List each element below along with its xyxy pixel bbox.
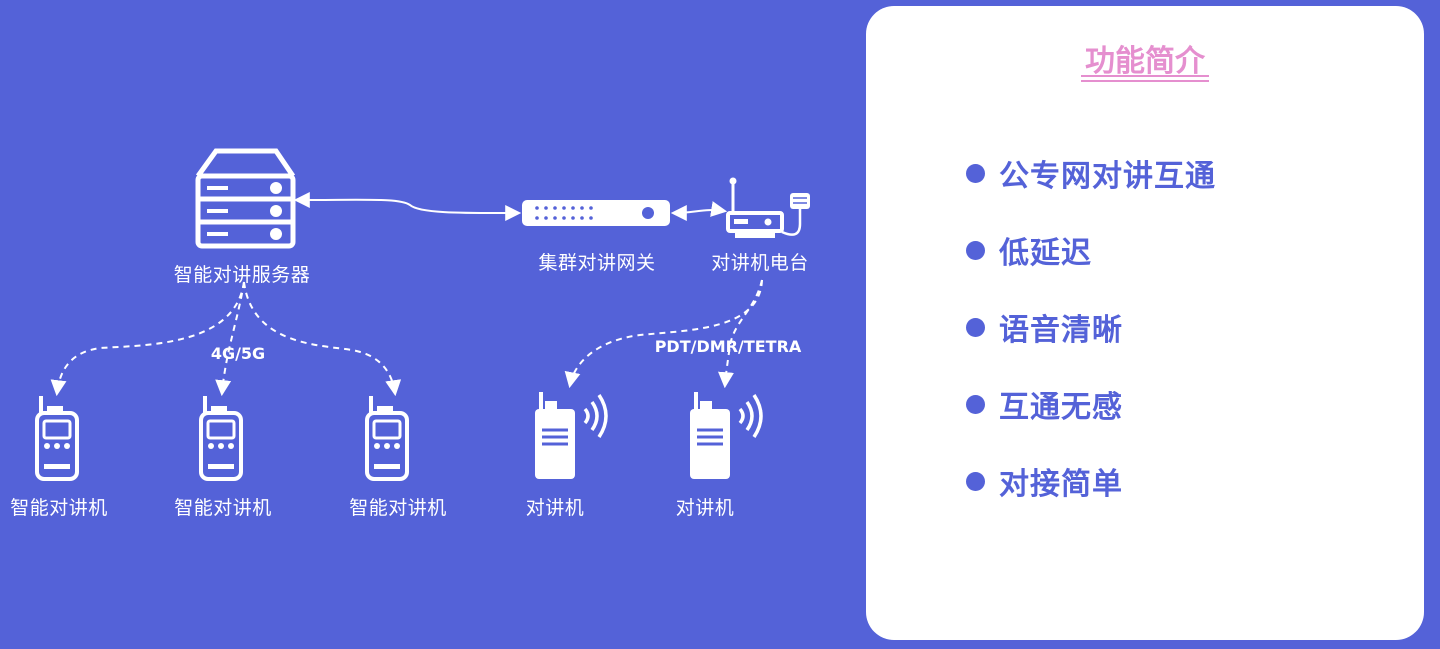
bullet-dot-icon	[966, 394, 985, 414]
server-icon	[195, 148, 296, 249]
feature-item: 低延迟	[966, 228, 1092, 272]
feature-text: 对接简单	[999, 467, 1123, 502]
diagram-canvas	[35, 148, 810, 481]
smart-radio-icon-1	[35, 396, 79, 481]
feature-item: 公专网对讲互通	[966, 151, 1216, 195]
server-gateway-link	[293, 191, 522, 222]
feature-panel: 功能简介 公专网对讲互通 低延迟 语音清晰 互通无感 对接简单	[866, 6, 1424, 640]
network-label: 4G/5G	[210, 344, 266, 363]
server-label: 智能对讲服务器	[173, 264, 311, 286]
bullet-dot-icon	[966, 163, 985, 183]
feature-text: 互通无感	[999, 390, 1123, 425]
bullet-dot-icon	[966, 317, 985, 337]
panel-title: 功能简介	[1085, 44, 1205, 79]
walkie-talkie-icon-2	[690, 392, 763, 479]
walkie-talkie-icon-1	[535, 392, 608, 479]
station-to-radio-2	[718, 279, 763, 389]
title-underline	[1081, 75, 1209, 82]
server-to-smart-radio-2	[215, 281, 245, 397]
smart-radio-label-2: 智能对讲机	[174, 497, 272, 519]
server-to-smart-radio-3	[243, 281, 402, 397]
protocol-label: PDT/DMR/TETRA	[654, 337, 802, 356]
gateway-label: 集群对讲网关	[538, 252, 656, 274]
smart-radio-icon-2	[199, 396, 243, 481]
radio-label-1: 对讲机	[525, 497, 585, 519]
feature-text: 语音清晰	[999, 313, 1123, 348]
feature-item: 语音清晰	[966, 305, 1123, 349]
gateway-station-link	[670, 201, 728, 221]
radio-station-icon	[726, 177, 810, 238]
network-diagram: 智能对讲服务器 集群对讲网关 对讲机电台 4G/5G PDT/DMR/TETRA…	[10, 148, 810, 519]
smart-radio-icon-3	[365, 396, 409, 481]
feature-text: 低延迟	[999, 236, 1092, 271]
smart-radio-label-1: 智能对讲机	[10, 497, 108, 519]
server-to-smart-radio-1	[50, 281, 245, 397]
gateway-icon	[522, 200, 670, 226]
feature-item: 互通无感	[966, 382, 1123, 426]
radio-label-2: 对讲机	[675, 497, 735, 519]
radio-station-label: 对讲机电台	[711, 252, 809, 274]
smart-radio-label-3: 智能对讲机	[349, 497, 447, 519]
feature-item: 对接简单	[966, 459, 1123, 503]
bullet-dot-icon	[966, 240, 985, 260]
bullet-dot-icon	[966, 471, 985, 491]
feature-text: 公专网对讲互通	[999, 159, 1216, 194]
